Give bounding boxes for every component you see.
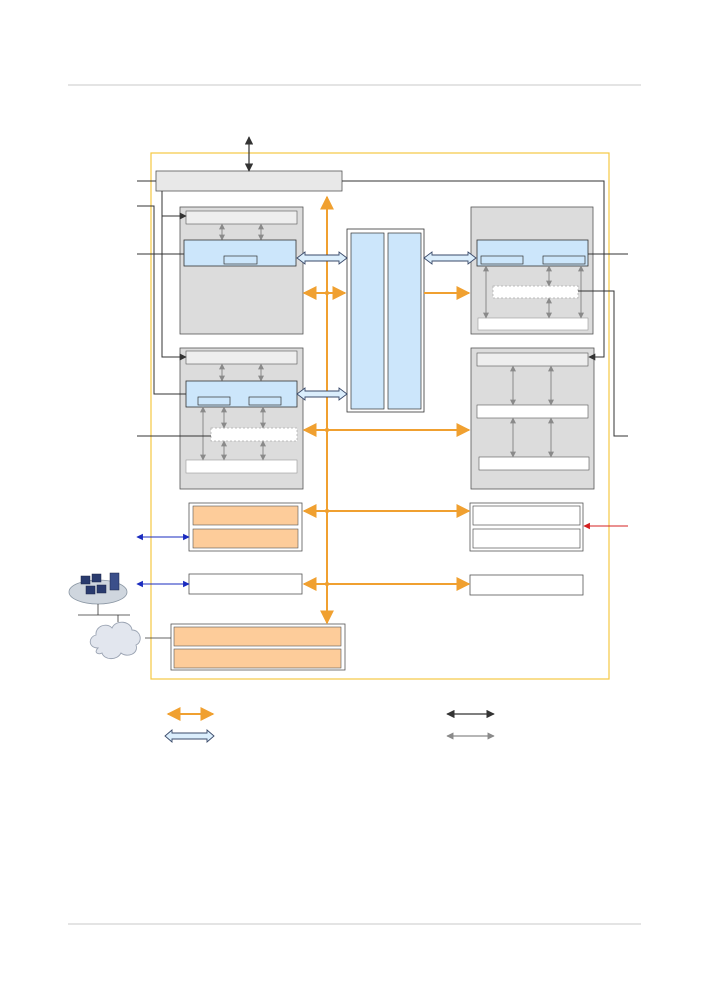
board-right-bottom-header — [476, 352, 589, 367]
interface-unit-left — [188, 573, 303, 595]
orange-unit — [173, 648, 342, 669]
switch-plane-a — [350, 232, 385, 410]
cloud-icon — [89, 621, 141, 660]
bus-junction — [324, 427, 330, 433]
hollow-link — [423, 251, 477, 265]
control-line — [342, 180, 605, 361]
board-right-bottom-middle — [476, 404, 589, 419]
switch-plane-b — [387, 232, 422, 410]
hollow-link — [296, 251, 348, 265]
orange-unit-pair-bottom — [170, 623, 346, 671]
orange-unit-pair-left — [188, 502, 303, 552]
bus-junction — [324, 508, 330, 514]
board-left-bottom-header — [185, 350, 298, 365]
board-right-top — [470, 206, 594, 335]
unit-pair-right — [469, 502, 584, 552]
unit-box — [472, 505, 581, 526]
dashed-sub-block — [210, 427, 298, 442]
bus-junction — [324, 581, 330, 587]
external-line-right — [578, 290, 628, 437]
system-frame — [150, 152, 610, 680]
legend — [164, 707, 495, 743]
board-left-bottom — [179, 347, 304, 490]
orange-unit — [192, 528, 299, 549]
dashed-sub-block — [492, 285, 579, 299]
center-switch — [346, 228, 425, 413]
orange-bus — [302, 195, 471, 625]
interface-unit-right — [469, 574, 584, 596]
board-right-bottom — [470, 347, 595, 490]
port-box — [542, 255, 586, 265]
bus-junction — [324, 290, 330, 296]
control-lines — [137, 180, 628, 437]
orange-unit — [173, 626, 342, 647]
board-right-top-footer — [477, 317, 589, 331]
orange-unit — [192, 505, 299, 526]
top-bus-block — [155, 170, 343, 192]
port-box — [223, 255, 258, 265]
external-line-left — [137, 205, 186, 395]
board-right-bottom-footer — [478, 456, 590, 471]
hollow-link — [296, 387, 348, 401]
unit-box — [472, 528, 581, 549]
pc-cluster-icon — [68, 572, 130, 622]
legend-hollow-arrow — [164, 729, 215, 743]
board-left-top-header — [185, 210, 298, 225]
port-box — [480, 255, 524, 265]
board-left-top — [179, 206, 304, 335]
port-box — [248, 396, 282, 406]
port-box — [197, 396, 231, 406]
control-line — [161, 216, 187, 361]
board-left-bottom-footer — [185, 459, 298, 474]
